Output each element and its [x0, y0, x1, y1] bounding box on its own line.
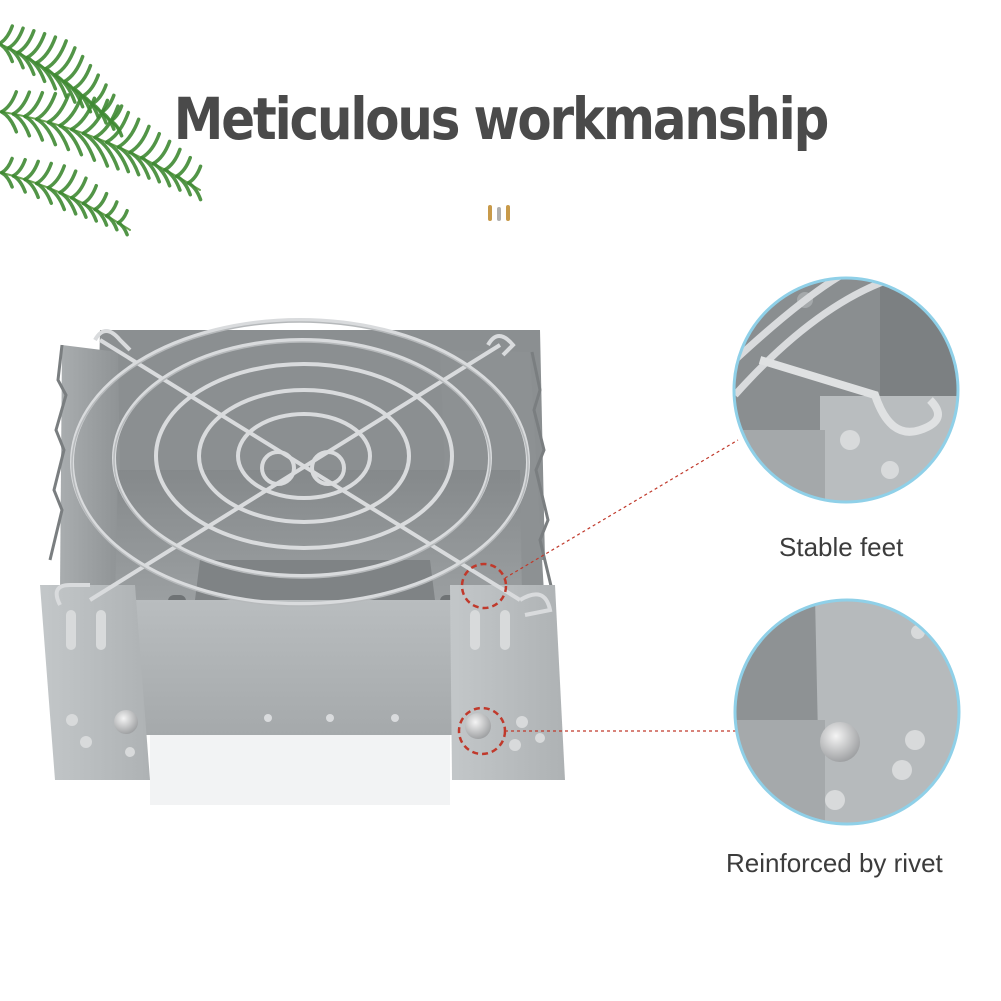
rivet-label: Reinforced by rivet — [726, 848, 943, 878]
accent-dot — [497, 207, 501, 221]
accent-dots — [488, 202, 516, 222]
palm-leaf-decoration — [0, 24, 203, 237]
rivet-zoom-icon — [733, 598, 961, 826]
stable-feet-zoom-icon — [732, 276, 960, 504]
callout-pointers — [457, 439, 739, 756]
accent-dot — [506, 205, 510, 221]
stable-feet-label: Stable feet — [779, 532, 904, 562]
stove-body — [40, 330, 565, 805]
page-title: Meticulous workmanship — [173, 85, 830, 153]
accent-dot — [488, 205, 492, 221]
